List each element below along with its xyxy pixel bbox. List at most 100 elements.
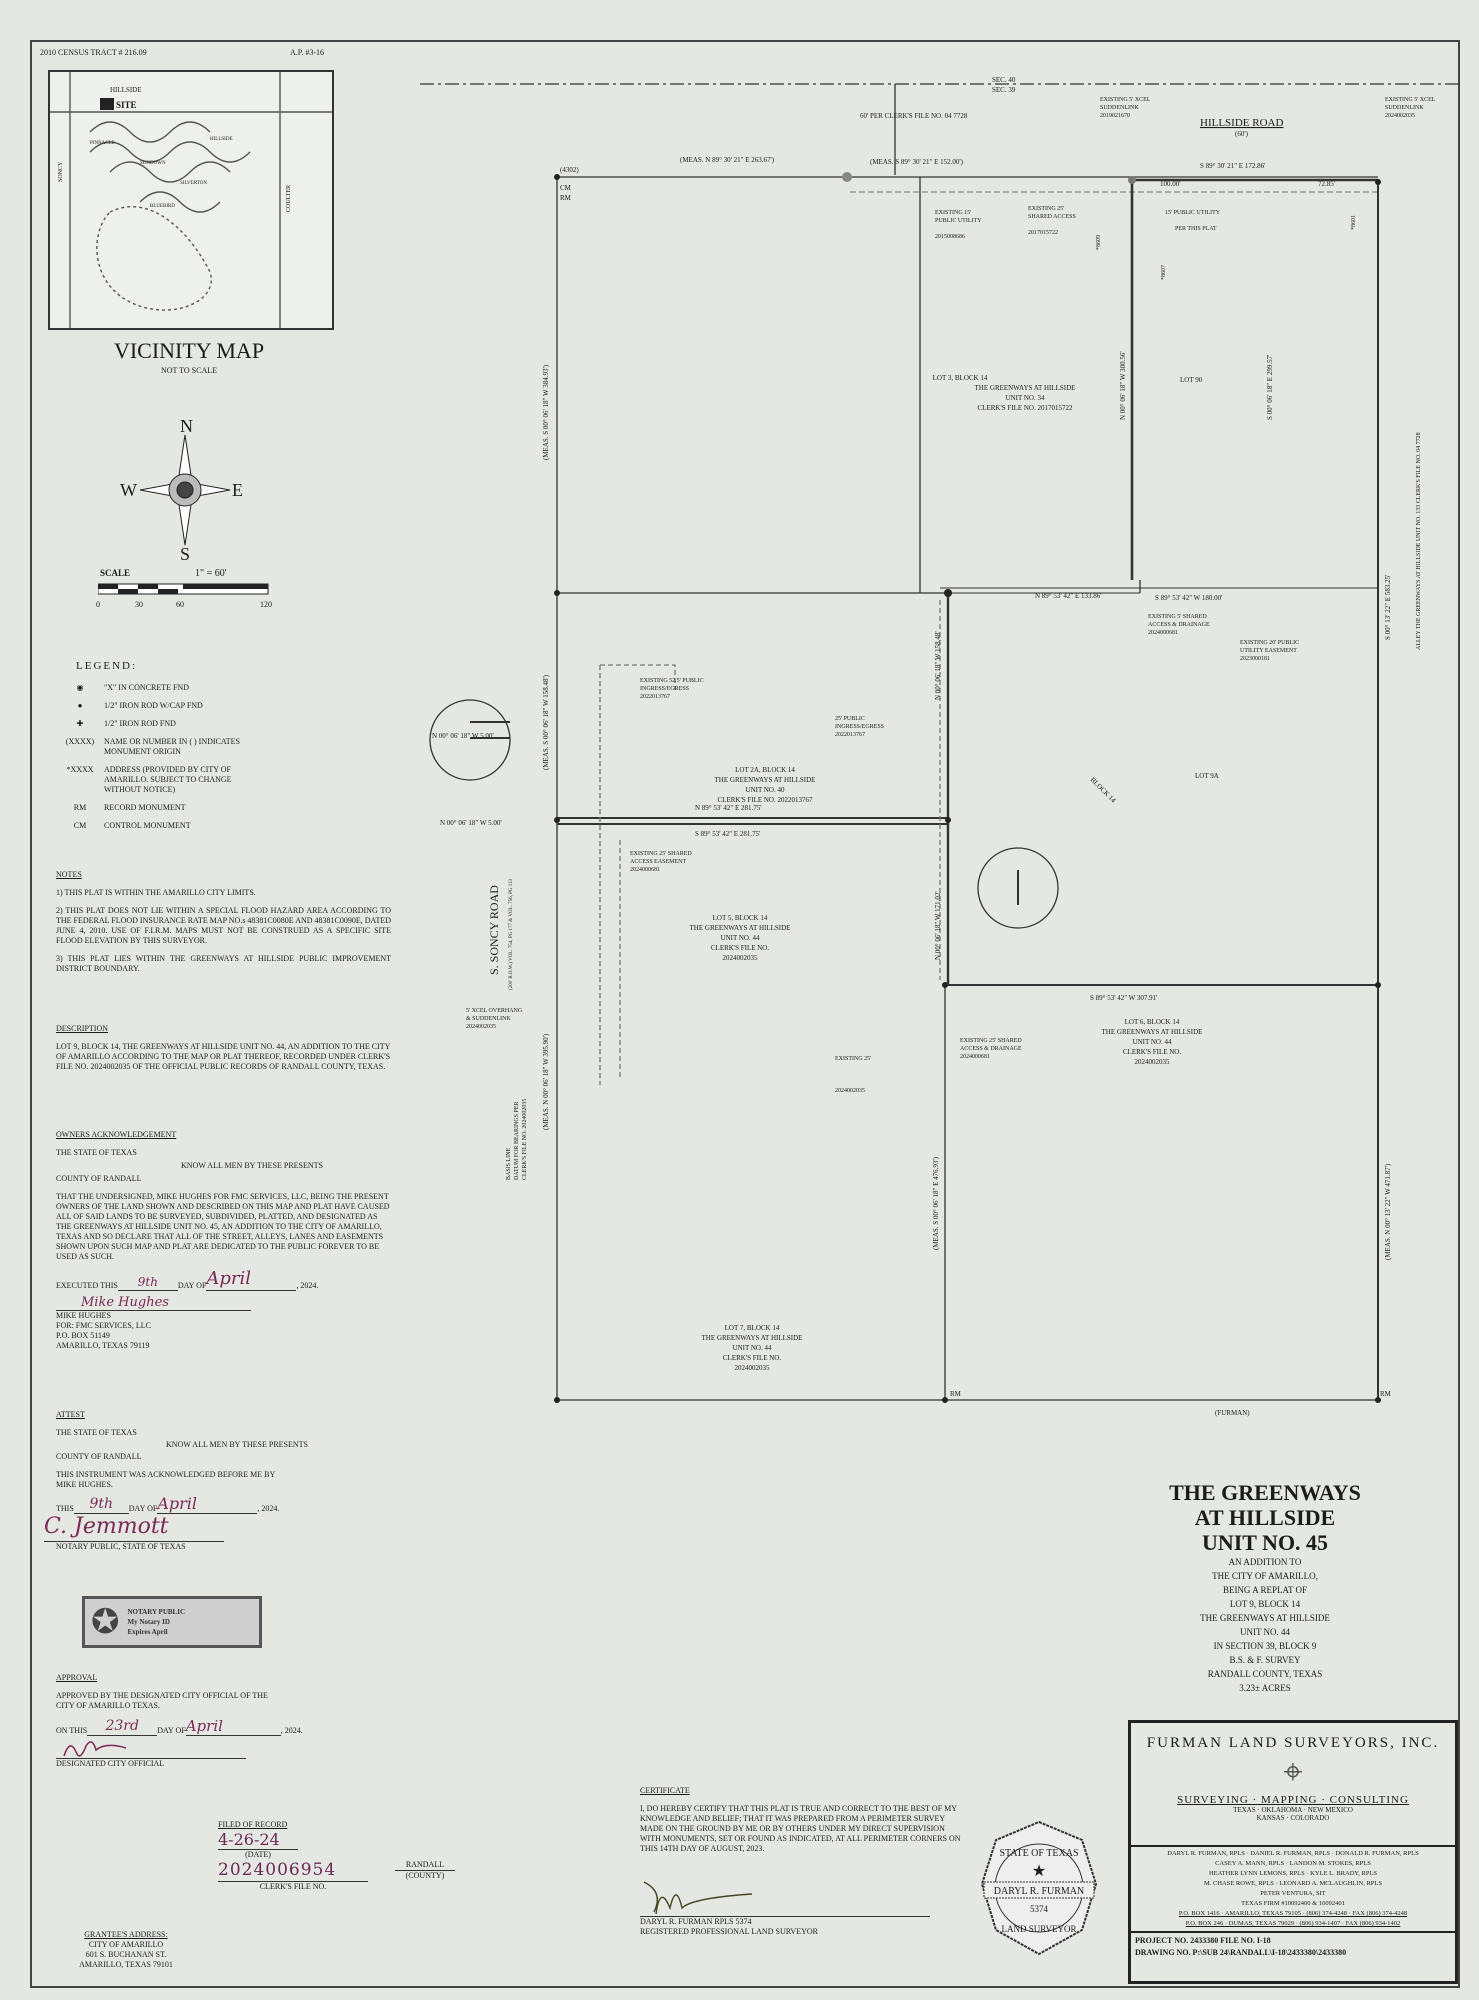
signer-line: AMARILLO, TEXAS 79119 xyxy=(56,1341,150,1351)
know-all-label: KNOW ALL MEN BY THESE PRESENTS xyxy=(181,1161,324,1170)
note-item: 3) THIS PLAT LIES WITHIN THE GREENWAYS A… xyxy=(56,954,391,973)
easement-label: 2022013767 xyxy=(835,732,865,738)
iron-rod-cap-icon: ● xyxy=(77,701,83,710)
note-item: 1) THIS PLAT IS WITHIN THE AMARILLO CITY… xyxy=(56,888,256,897)
easement-label: 25' PUBLIC xyxy=(835,716,865,722)
bearing-label: N 89° 53' 42" E 281.75' xyxy=(695,804,762,812)
scale-tick: 120 xyxy=(260,600,272,609)
certificate-section: CERTIFICATE I, DO HEREBY CERTIFY THAT TH… xyxy=(640,1786,965,1937)
subtitle-line: THE CITY OF AMARILLO, xyxy=(1212,1571,1318,1581)
county-label: (COUNTY) xyxy=(405,1871,445,1880)
easement-label: 2024000681 xyxy=(960,1054,990,1060)
legend-text: 1/2" IRON ROD W/CAP FND xyxy=(104,701,203,710)
monument-marker xyxy=(554,1397,560,1403)
lot-label: LOT 3, BLOCK 14 xyxy=(933,374,988,382)
monument-marker xyxy=(945,817,951,823)
legend-symbol: *XXXX xyxy=(66,765,94,774)
project-number: PROJECT NO. 2433380 FILE NO. I-18 xyxy=(1135,1936,1271,1945)
subtitle-line: BEING A REPLAT OF xyxy=(1222,1585,1308,1595)
monuments xyxy=(554,172,1381,1403)
project-info: PROJECT NO. 2433380 FILE NO. I-18 DRAWIN… xyxy=(1131,1931,1455,1961)
scale-ratio: 1" = 60' xyxy=(195,568,227,579)
seal-number: 5374 xyxy=(1030,1904,1049,1914)
firm-address: P.O. BOX 1416 · AMARILLO, TEXAS 79105 · … xyxy=(1178,1910,1408,1917)
executed-line: EXECUTED THIS 9th DAY OF April , 2024. xyxy=(56,1268,391,1291)
monument-marker xyxy=(942,1397,948,1403)
subtitle-line: LOT 9, BLOCK 14 xyxy=(1229,1599,1301,1609)
soncy-road-label: S. SONCY ROAD xyxy=(487,885,501,975)
notes-section: NOTES 1) THIS PLAT IS WITHIN THE AMARILL… xyxy=(56,870,391,974)
staff-line: PETER VENTURA, SIT xyxy=(1260,1890,1326,1897)
legend-text: "X" IN CONCRETE FND xyxy=(104,683,189,692)
executed-month: April xyxy=(206,1268,297,1291)
bearing-label: N 00° 06' 18" W 5.00' xyxy=(432,732,494,740)
year-label: , 2024. xyxy=(296,1280,319,1290)
distance-label: 100.00' xyxy=(1160,180,1181,188)
monument-marker xyxy=(842,172,852,182)
drawing-number: DRAWING NO. P:\SUB 24\RANDALL\I-18\24333… xyxy=(1135,1948,1347,1957)
street-label: BLUEBIRD xyxy=(150,204,175,209)
filing-date-label: (DATE) xyxy=(245,1850,271,1860)
subtitle-line: AN ADDITION TO xyxy=(1228,1557,1302,1567)
easement-label: ACCESS EASEMENT xyxy=(630,859,687,865)
notary-label: NOTARY PUBLIC, STATE OF TEXAS xyxy=(56,1541,186,1551)
title-line: AT HILLSIDE xyxy=(1194,1505,1336,1530)
lot-label: CLERK'S FILE NO. xyxy=(723,1354,781,1362)
distance-label: 72.85' xyxy=(1318,180,1335,188)
easement-label: 2023000181 xyxy=(1240,656,1270,662)
ap-number: A.P. #3-16 xyxy=(290,48,325,57)
firm-address: P.O. BOX 246 · DUMAS, TEXAS 79029 · (806… xyxy=(1185,1920,1401,1927)
lot-label: LOT 2A, BLOCK 14 xyxy=(735,766,795,774)
section-label: SEC. 40 xyxy=(992,76,1016,84)
signer-line: P.O. BOX 51149 xyxy=(56,1331,110,1341)
lot-label: UNIT NO. 44 xyxy=(733,1344,772,1352)
owner-signature: Mike Hughes xyxy=(56,1295,251,1312)
approval-date-line: ON THIS 23rd DAY OF April , 2024. xyxy=(56,1717,391,1736)
bearing-label: S 00° 13' 22" E 583.25' xyxy=(1384,575,1392,640)
seal-top-text: STATE OF TEXAS xyxy=(999,1848,1078,1859)
south-label: S xyxy=(180,544,190,560)
firm-states: TEXAS · OKLAHOMA · NEW MEXICO xyxy=(1233,1806,1353,1814)
surveyor-role: REGISTERED PROFESSIONAL LAND SURVEYOR xyxy=(640,1927,818,1936)
attest-text: THIS INSTRUMENT WAS ACKNOWLEDGED BEFORE … xyxy=(56,1470,275,1489)
clerk-file-label: CLERK'S FILE NO. xyxy=(259,1881,327,1891)
bearing-label: (MEAS. N 00° 13' 22" W 471.87') xyxy=(1384,1163,1392,1260)
grantee-title: GRANTEE'S ADDRESS: xyxy=(84,1930,168,1939)
easement-label: 5' XCEL OVERHANG xyxy=(466,1008,523,1014)
bearing-label: (MEAS. S 00° 06' 18" W 158.48') xyxy=(542,674,550,770)
monument-marker xyxy=(1375,982,1381,988)
legend-title: LEGEND: xyxy=(76,660,138,672)
easement-label: SUDDENLINK xyxy=(1100,105,1139,111)
site-label: SITE xyxy=(116,100,137,110)
lot-label: THE GREENWAYS AT HILLSIDE xyxy=(975,384,1076,392)
easement-label: 15' PUBLIC UTILITY xyxy=(1165,210,1221,216)
scale-bar xyxy=(98,583,269,595)
attest-month: April xyxy=(157,1494,258,1515)
vicinity-map: SITE HILLSIDE SONCY COULTER PINNACLE SUN… xyxy=(48,70,334,330)
easement-label: 2017015722 xyxy=(1028,230,1058,236)
section-label: SEC. 39 xyxy=(992,86,1016,94)
easement-label: ACCESS & DRAINAGE xyxy=(960,1046,1022,1052)
street-label: SUNDOWN xyxy=(140,161,166,166)
on-this-label: ON THIS xyxy=(56,1726,88,1735)
hillside-road-label: HILLSIDE ROAD xyxy=(1200,117,1283,129)
county-label: COUNTY OF RANDALL xyxy=(56,1174,142,1183)
basis-label: BASIS LINE xyxy=(506,1147,512,1180)
legend-item: ◉"X" IN CONCRETE FND xyxy=(56,683,286,693)
legend-text: RECORD MONUMENT xyxy=(104,803,186,812)
vicinity-map-drawing: SITE HILLSIDE SONCY COULTER PINNACLE SUN… xyxy=(50,72,332,328)
stamp-line: My Notary ID xyxy=(127,1618,170,1626)
address-label: *8609 xyxy=(1096,235,1102,250)
description-text: LOT 9, BLOCK 14, THE GREENWAYS AT HILLSI… xyxy=(56,1042,391,1071)
monument-marker xyxy=(944,589,952,597)
bearing-label: N 00° 06' 18" W 171.02' xyxy=(934,891,942,960)
bearing-label: (MEAS. N 00° 06' 18" W 395.90') xyxy=(542,1033,550,1130)
street-label: HILLSIDE xyxy=(210,137,233,142)
notary-stamp: ✪ NOTARY PUBLIC My Notary ID Expires Apr… xyxy=(82,1596,262,1648)
state-label: THE STATE OF TEXAS xyxy=(56,1148,137,1157)
firm-name: FURMAN LAND SURVEYORS, INC. xyxy=(1146,1735,1440,1751)
bearing-label: (MEAS. N 89° 30' 21" E 263.67') xyxy=(680,156,775,164)
subtitle-line: UNIT NO. 44 xyxy=(1239,1627,1291,1637)
